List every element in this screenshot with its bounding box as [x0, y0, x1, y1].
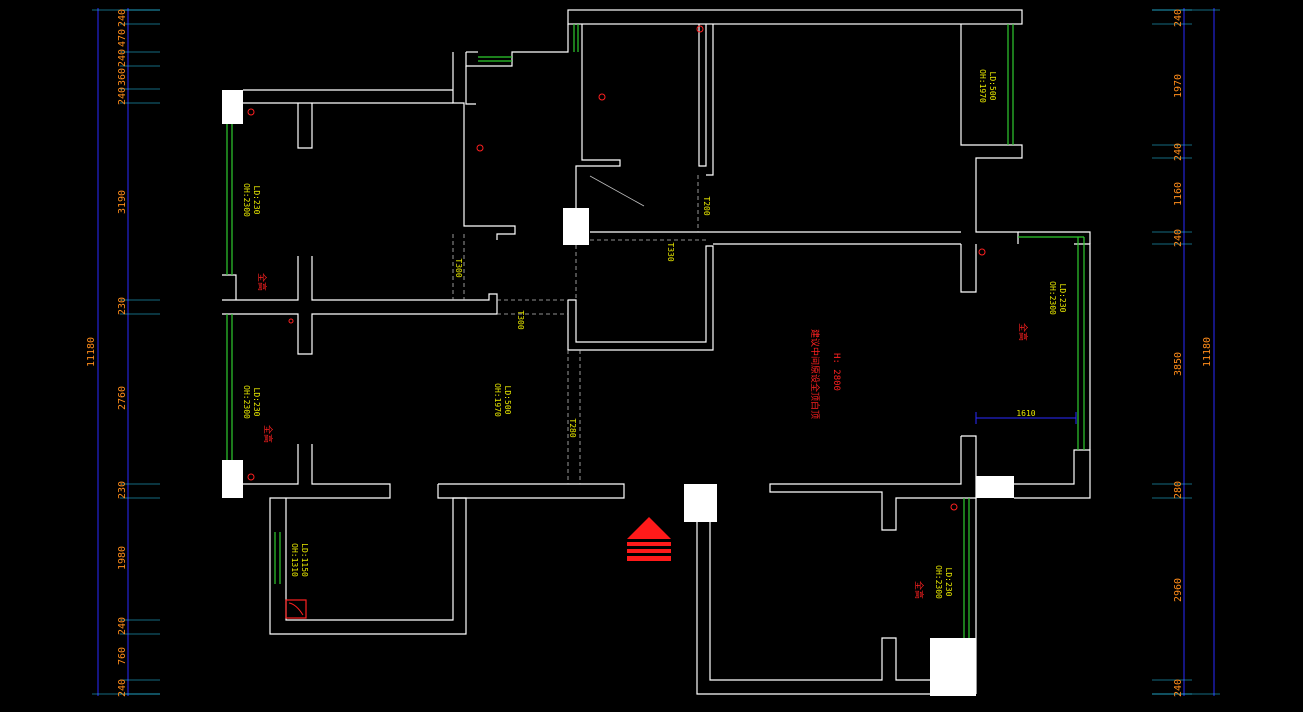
window-ne-ld: LD:500 [988, 72, 997, 101]
left-dim-4: 240 [117, 87, 128, 105]
window-se-ld: LD:230 [944, 568, 953, 597]
socket-marker-icon [598, 93, 606, 101]
window-w2-oh: OH:2300 [242, 385, 251, 419]
note-ceiling-height: H: 2800 [831, 353, 841, 391]
opening-t300-b: T300 [516, 310, 525, 329]
window-e-oh: OH:2300 [1048, 281, 1057, 315]
wall-blocks [222, 90, 1014, 696]
left-dim-5: 3190 [117, 190, 128, 214]
window-w1-oh: OH:2300 [242, 183, 251, 217]
window-sw-ld: LD:1150 [300, 543, 309, 577]
socket-marker-icon [978, 248, 986, 256]
left-dim-8: 230 [117, 481, 128, 499]
socket-marker-icon [950, 503, 958, 511]
window-tags: LD:500 OH:1970 LD:230 OH:2300 LD:230 OH:… [242, 69, 1067, 599]
socket-marker-icon [247, 473, 255, 481]
window-w2-ld: LD:230 [252, 388, 261, 417]
right-dim-1: 1970 [1173, 74, 1184, 98]
right-dim-0: 240 [1173, 9, 1184, 27]
window-sw-oh: OH:1310 [290, 543, 299, 577]
window-mid-oh: OH:1970 [493, 383, 502, 417]
entrance-arrow-icon [627, 517, 671, 561]
left-dim-3: 360 [117, 68, 128, 86]
window-se-oh: OH:2300 [934, 565, 943, 599]
left-dim-1: 470 [117, 29, 128, 47]
left-dim-10: 240 [117, 617, 128, 635]
opening-t200: T200 [702, 196, 711, 215]
right-total-dim: 11180 [1202, 337, 1213, 367]
window-e-ld: LD:230 [1058, 284, 1067, 313]
windows [226, 24, 1085, 638]
left-dim-6: 230 [117, 297, 128, 315]
opening-t330: T330 [666, 242, 675, 261]
toilet-icon [285, 599, 307, 619]
left-dim-9: 1980 [117, 546, 128, 570]
window-ne-oh: OH:1970 [978, 69, 987, 103]
opening-t280: T280 [568, 418, 577, 437]
right-dim-3: 1160 [1173, 182, 1184, 206]
openings-dashed [452, 175, 706, 484]
socket-marker-icon [247, 108, 255, 116]
right-dimension-chain: 11180 240 1970 240 1160 240 3850 280 296… [1152, 8, 1220, 697]
right-dim-7: 2960 [1173, 578, 1184, 602]
left-dim-2: 240 [117, 49, 128, 67]
left-dimension-chain: 11180 240 470 240 360 240 3190 230 2760 … [86, 8, 160, 697]
right-dim-6: 280 [1173, 481, 1184, 499]
socket-markers [247, 25, 986, 511]
left-dim-11: 760 [117, 647, 128, 665]
inner-dimension: 1610 [975, 409, 1077, 424]
right-dim-5: 3850 [1173, 352, 1184, 376]
right-dim-4: 240 [1173, 229, 1184, 247]
note-full-height-4: 全高 [913, 581, 925, 599]
opening-labels: T300 T330 T200 T300 T280 [454, 196, 711, 437]
socket-marker-icon [288, 318, 294, 324]
left-total-dim: 11180 [86, 337, 97, 367]
window-w1-ld: LD:230 [252, 186, 261, 215]
window-mid-ld: LD:500 [503, 386, 512, 415]
note-living-room: 建议中间原设全顶白顶 [809, 329, 821, 419]
left-dim-7: 2760 [117, 386, 128, 410]
left-dim-0: 240 [117, 9, 128, 27]
note-full-height-1: 全高 [256, 273, 268, 291]
left-dim-12: 240 [117, 679, 128, 697]
socket-marker-icon [696, 25, 704, 33]
right-dim-2: 240 [1173, 143, 1184, 161]
walls [222, 9, 1091, 695]
opening-t300-a: T300 [454, 258, 463, 277]
annotations: 全高 全高 全高 全高 H: 2800 建议中间原设全顶白顶 [256, 273, 1029, 599]
socket-marker-icon [476, 144, 484, 152]
note-full-height-2: 全高 [262, 425, 274, 443]
inner-dim-label: 1610 [1016, 409, 1035, 418]
note-full-height-3: 全高 [1017, 323, 1029, 341]
right-dim-8: 240 [1173, 679, 1184, 697]
